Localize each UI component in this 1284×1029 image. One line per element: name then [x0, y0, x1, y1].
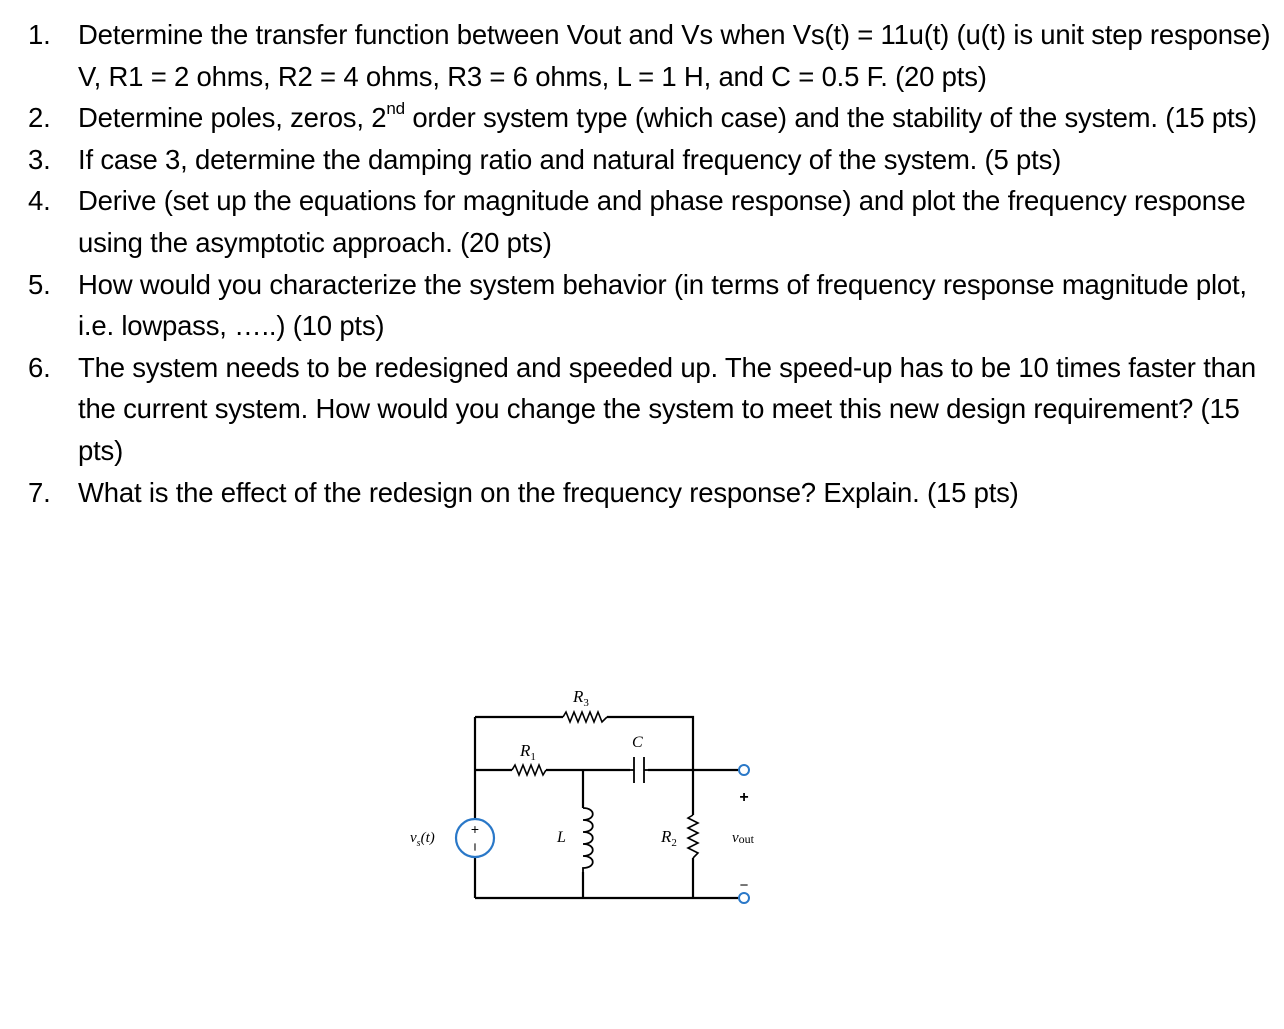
question-2: 2. Determine poles, zeros, 2nd order sys… [28, 97, 1278, 139]
resistor-r2 [686, 814, 700, 859]
vout-plus-sign: + [739, 789, 748, 806]
question-6: 6. The system needs to be redesigned and… [28, 347, 1278, 472]
question-number: 1. [28, 19, 51, 50]
r1-label: R1 [519, 741, 536, 763]
output-terminal-top [738, 764, 750, 776]
r3-label: R3 [572, 687, 589, 709]
voltage-source [454, 817, 496, 859]
ordinal-superscript: nd [386, 99, 405, 119]
source-label: vs(t) [410, 830, 435, 849]
resistor-r3 [562, 709, 608, 725]
question-number: 3. [28, 143, 51, 175]
source-minus-sign: − [466, 843, 483, 852]
circuit-diagram: + − R3 R1 C L R2 vs(t) + vout − [410, 687, 755, 904]
question-3: 3. If case 3, determine the damping rati… [28, 139, 1278, 181]
l-label: L [556, 829, 566, 846]
question-text: Determine poles, zeros, 2nd order system… [78, 97, 1278, 139]
source-plus-sign: + [471, 821, 479, 837]
output-terminal-bottom [738, 892, 750, 904]
question-number: 5. [28, 268, 51, 300]
question-text: Determine the transfer function between … [78, 19, 1271, 92]
question-text-part: Determine poles, zeros, 2 [78, 102, 387, 134]
question-1: 1. Determine the transfer function betwe… [28, 14, 1278, 97]
question-5: 5. How would you characterize the system… [28, 264, 1278, 347]
question-text: Derive (set up the equations for magnitu… [78, 185, 1246, 258]
r2-label: R2 [660, 827, 677, 849]
capacitor-c [630, 757, 648, 783]
question-number: 7. [28, 476, 51, 508]
question-number: 4. [28, 185, 51, 217]
question-text-part: order system type (which case) and the s… [404, 102, 1257, 134]
wire-top-right [607, 715, 695, 770]
question-7: 7. What is the effect of the redesign on… [28, 472, 1278, 514]
question-number: 2. [28, 102, 51, 134]
vout-minus-sign: − [740, 877, 749, 894]
vout-label: vout [732, 830, 755, 846]
question-text: The system needs to be redesigned and sp… [78, 351, 1256, 466]
question-list: 1. Determine the transfer function betwe… [28, 14, 1278, 513]
question-text: What is the effect of the redesign on th… [78, 476, 1019, 508]
question-4: 4. Derive (set up the equations for magn… [28, 180, 1278, 263]
inductor-l [582, 807, 594, 872]
question-number: 6. [28, 351, 51, 383]
question-text: How would you characterize the system be… [78, 268, 1247, 342]
question-text: If case 3, determine the damping ratio a… [78, 143, 1062, 175]
c-label: C [632, 734, 643, 751]
resistor-r1 [511, 762, 547, 778]
